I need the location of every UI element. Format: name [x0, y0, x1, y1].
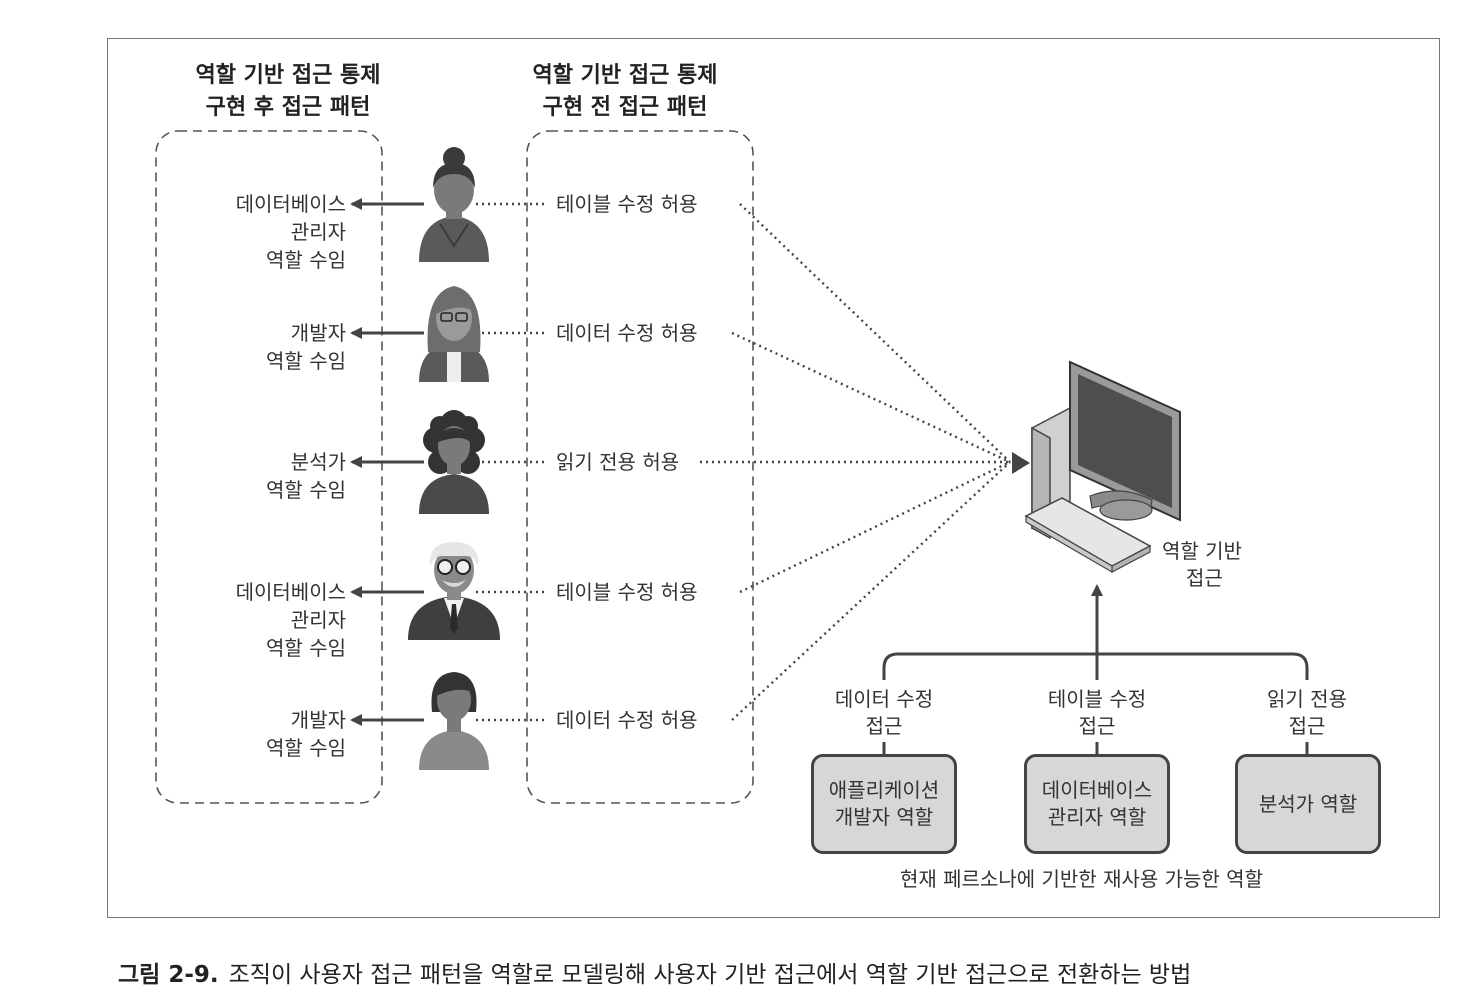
permission-label: 테이블 수정 허용: [556, 580, 698, 604]
role-label-line: 관리자: [290, 220, 346, 244]
assumed-role-label: 데이터베이스 관리자 역할 수임: [180, 578, 346, 662]
access-label: 테이블 수정 접근: [1027, 686, 1167, 740]
reusable-roles-caption: 현재 페르소나에 기반한 재사용 가능한 역할: [900, 867, 1263, 891]
role-box-app-developer: 애플리케이션 개발자 역할: [811, 754, 957, 854]
access-label-line: 테이블 수정: [1047, 687, 1147, 711]
before-heading-line-2: 구현 전 접근 패턴: [542, 95, 708, 120]
role-label-line: 역할 수임: [266, 248, 346, 272]
permission-links: [476, 202, 546, 722]
role-label-line: 역할 수임: [266, 478, 346, 502]
role-box-line: 관리자 역할: [1047, 805, 1147, 829]
before-heading-line-1: 역할 기반 접근 통제: [532, 63, 718, 88]
role-label-line: 분석가: [290, 450, 346, 474]
access-arrowhead: [1012, 452, 1030, 474]
figure-frame: [107, 38, 1440, 918]
access-label-line: 접근: [1078, 714, 1116, 738]
access-label-line: 접근: [865, 714, 903, 738]
role-label-line: 역할 수임: [266, 736, 346, 760]
assumed-role-label: 데이터베이스 관리자 역할 수임: [180, 190, 346, 274]
access-label-line: 데이터 수정: [834, 687, 934, 711]
persona-woman-glasses-icon: [419, 286, 489, 382]
permission-label: 데이터 수정 허용: [556, 321, 698, 345]
role-box-line: 애플리케이션: [828, 778, 940, 802]
after-heading-line-2: 구현 후 접근 패턴: [205, 95, 371, 120]
figure-number: 그림 2-9.: [118, 962, 219, 988]
assumed-role-label: 개발자 역할 수임: [180, 319, 346, 375]
role-box-line: 개발자 역할: [834, 805, 934, 829]
access-lines: [700, 203, 1011, 721]
after-panel: [155, 130, 383, 804]
persona-man-elder-glasses-icon: [408, 542, 500, 640]
persona-woman-short-hair-icon: [419, 672, 489, 770]
permission-label: 테이블 수정 허용: [556, 192, 698, 216]
role-label-line: 역할 수임: [266, 636, 346, 660]
computer-label: 역할 기반 접근: [1162, 538, 1242, 592]
before-pattern-heading: 역할 기반 접근 통제 구현 전 접근 패턴: [495, 60, 755, 124]
access-label-line: 읽기 전용: [1267, 687, 1347, 711]
role-label-line: 개발자: [290, 708, 346, 732]
access-label: 데이터 수정 접근: [814, 686, 954, 740]
role-label-line: 개발자: [290, 321, 346, 345]
access-label: 읽기 전용 접근: [1237, 686, 1377, 740]
role-box-analyst: 분석가 역할: [1235, 754, 1381, 854]
access-label-line: 접근: [1288, 714, 1326, 738]
role-label-line: 데이터베이스: [235, 192, 346, 216]
computer-icon: [1024, 360, 1181, 574]
access-line: [739, 203, 1011, 463]
access-line: [731, 461, 1011, 721]
before-panel: [526, 130, 754, 804]
assumed-role-label: 개발자 역할 수임: [180, 706, 346, 762]
access-line: [731, 331, 1011, 464]
after-heading-line-1: 역할 기반 접근 통제: [195, 63, 381, 88]
role-label-line: 데이터베이스: [235, 580, 346, 604]
permission-label: 읽기 전용 허용: [556, 450, 680, 474]
role-box-line: 분석가 역할: [1258, 791, 1358, 816]
role-arrows: [350, 198, 424, 726]
role-box-db-admin: 데이터베이스 관리자 역할: [1024, 754, 1170, 854]
tree-left-branch: [882, 652, 1097, 680]
computer-label-line: 접근: [1186, 566, 1223, 590]
persona-woman-bun-icon: [419, 147, 489, 262]
figure-caption: 그림 2-9. 조직이 사용자 접근 패턴을 역할로 모델링해 사용자 기반 접근…: [118, 955, 1191, 989]
after-pattern-heading: 역할 기반 접근 통제 구현 후 접근 패턴: [158, 60, 418, 124]
persona-woman-curly-icon: [419, 410, 489, 514]
role-tree: [882, 584, 1309, 754]
tree-right-branch: [1097, 652, 1309, 680]
assumed-role-label: 분석가 역할 수임: [180, 448, 346, 504]
role-label-line: 관리자: [290, 608, 346, 632]
computer-label-line: 역할 기반: [1162, 539, 1242, 563]
permission-label: 데이터 수정 허용: [556, 708, 698, 732]
role-box-line: 데이터베이스: [1041, 778, 1153, 802]
figure-caption-text: 조직이 사용자 접근 패턴을 역할로 모델링해 사용자 기반 접근에서 역할 기…: [228, 962, 1192, 988]
access-line: [739, 460, 1011, 594]
role-label-line: 역할 수임: [266, 349, 346, 373]
